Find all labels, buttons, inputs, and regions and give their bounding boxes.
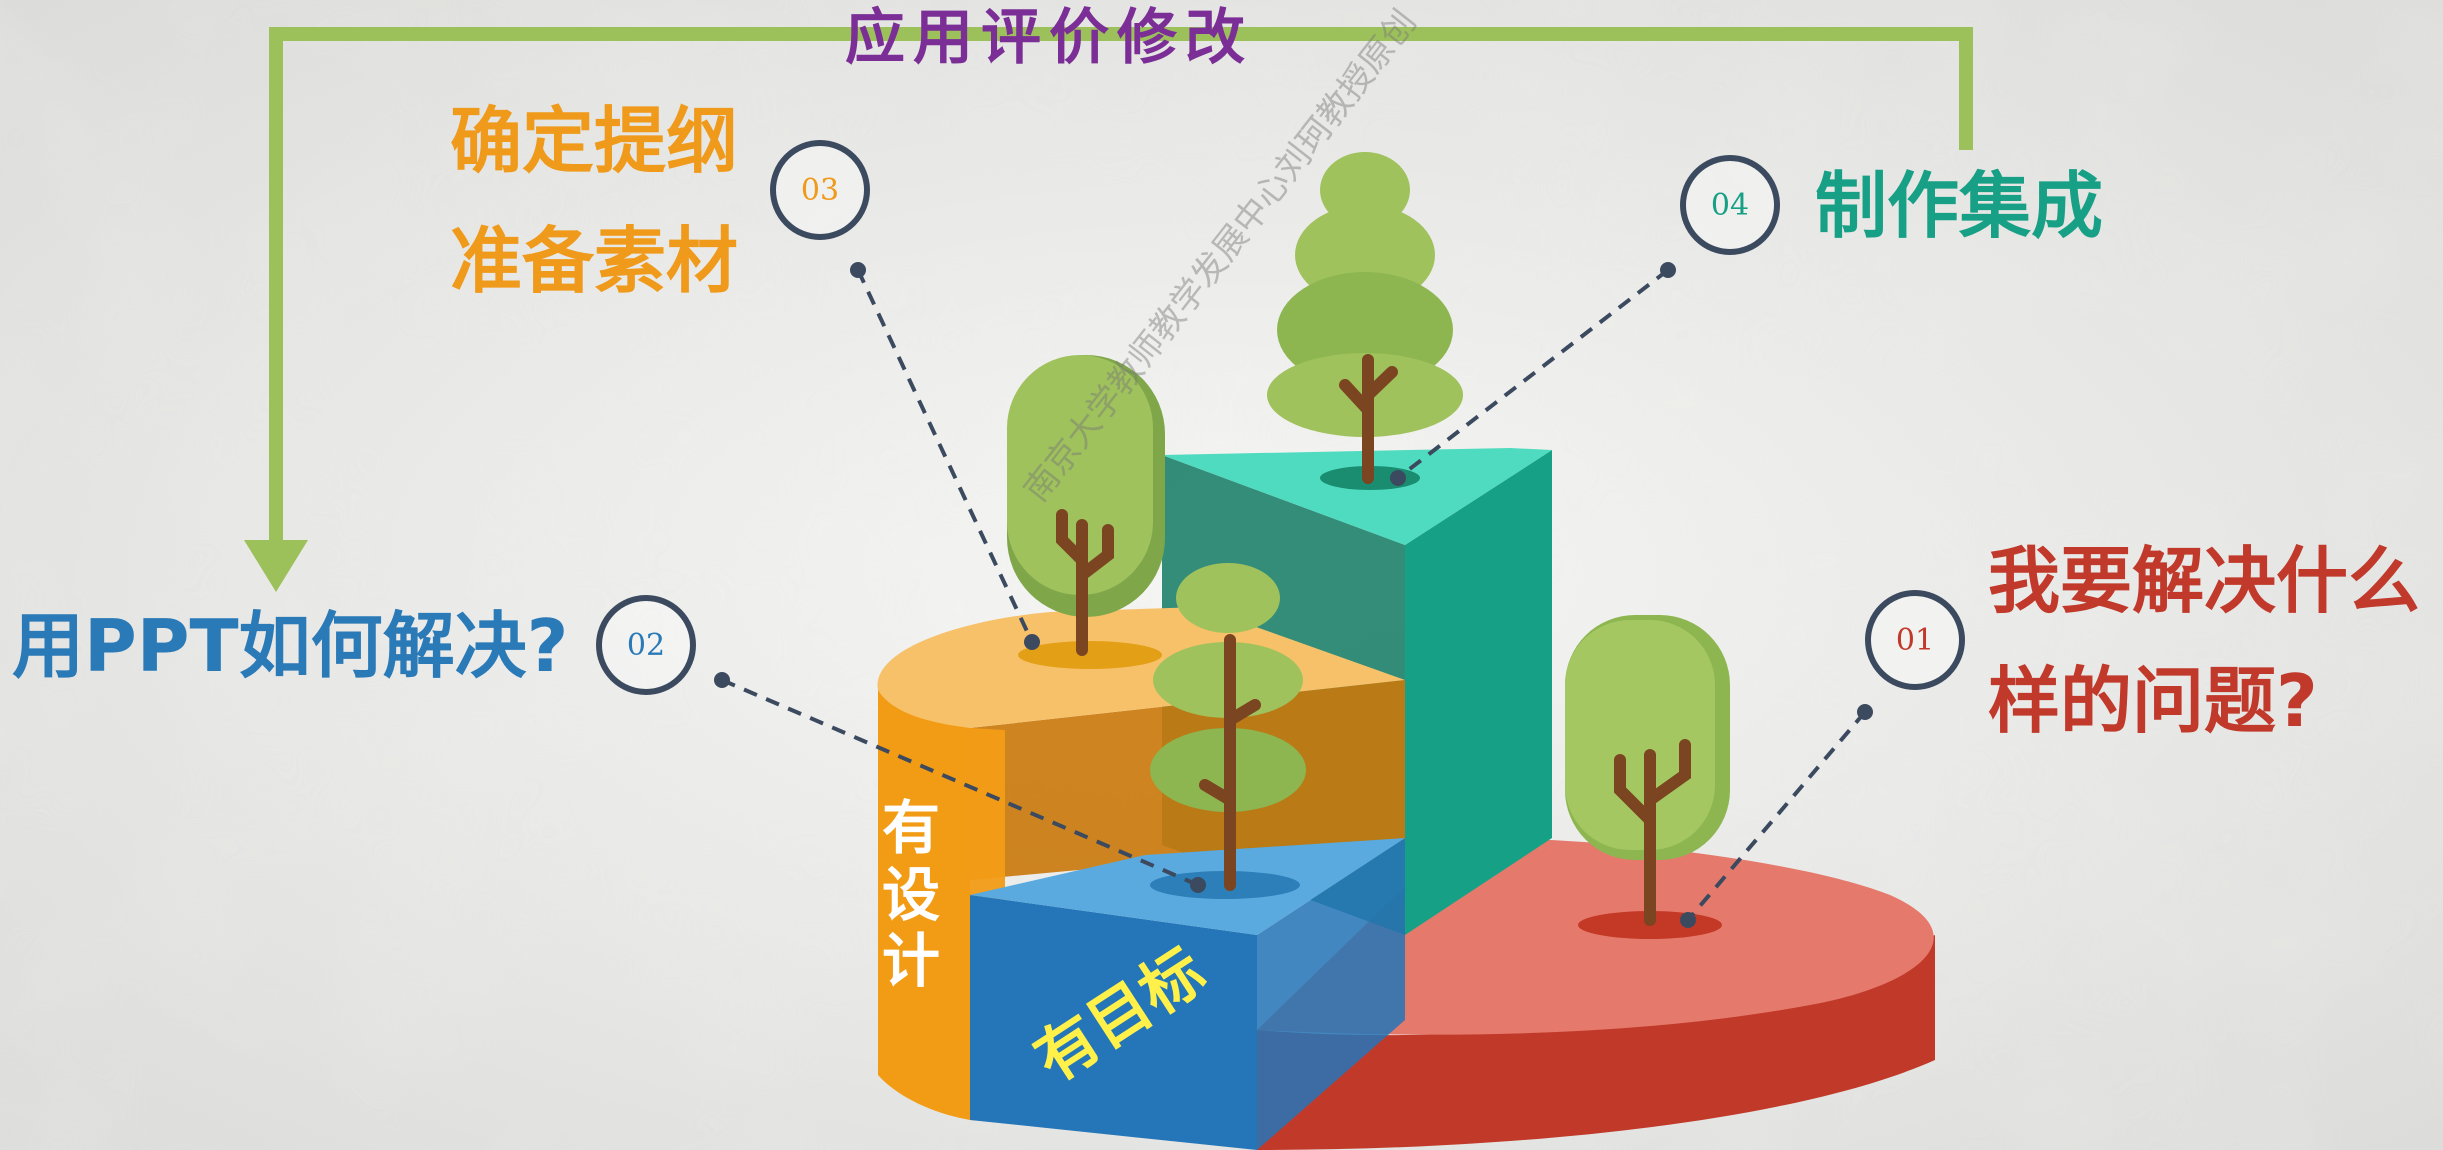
step-04-line-1: 制作集成 [1815,164,2104,248]
step-01-line-1: 我要解决什么 [1988,539,2421,623]
tree-bushy-red [1565,615,1730,926]
step-01-line-2: 样的问题? [1988,659,2318,743]
step-03-line-1: 确定提纲 [450,99,739,183]
feedback-loop-label: 应用评价修改 [845,3,1253,73]
tree-pine-teal [1267,152,1463,484]
connector-04 [1390,262,1676,486]
tree-oval-orange [1007,355,1165,656]
segment-label-design: 有设计 [882,794,941,996]
connector-02 [714,672,1206,893]
connector-03 [850,262,1040,650]
step-number-02: 02 [596,595,696,695]
connector-01 [1680,704,1873,928]
tree-stacked-blue [1150,563,1306,891]
step-02-line-1: 用PPT如何解决? [12,604,569,688]
step-03-line-2: 准备素材 [450,219,739,303]
step-number-04: 04 [1680,155,1780,255]
feedback-loop-arrow [244,27,1973,592]
step-number-01: 01 [1865,590,1965,690]
hole-orange [1018,641,1162,669]
step-number-03: 03 [770,140,870,240]
